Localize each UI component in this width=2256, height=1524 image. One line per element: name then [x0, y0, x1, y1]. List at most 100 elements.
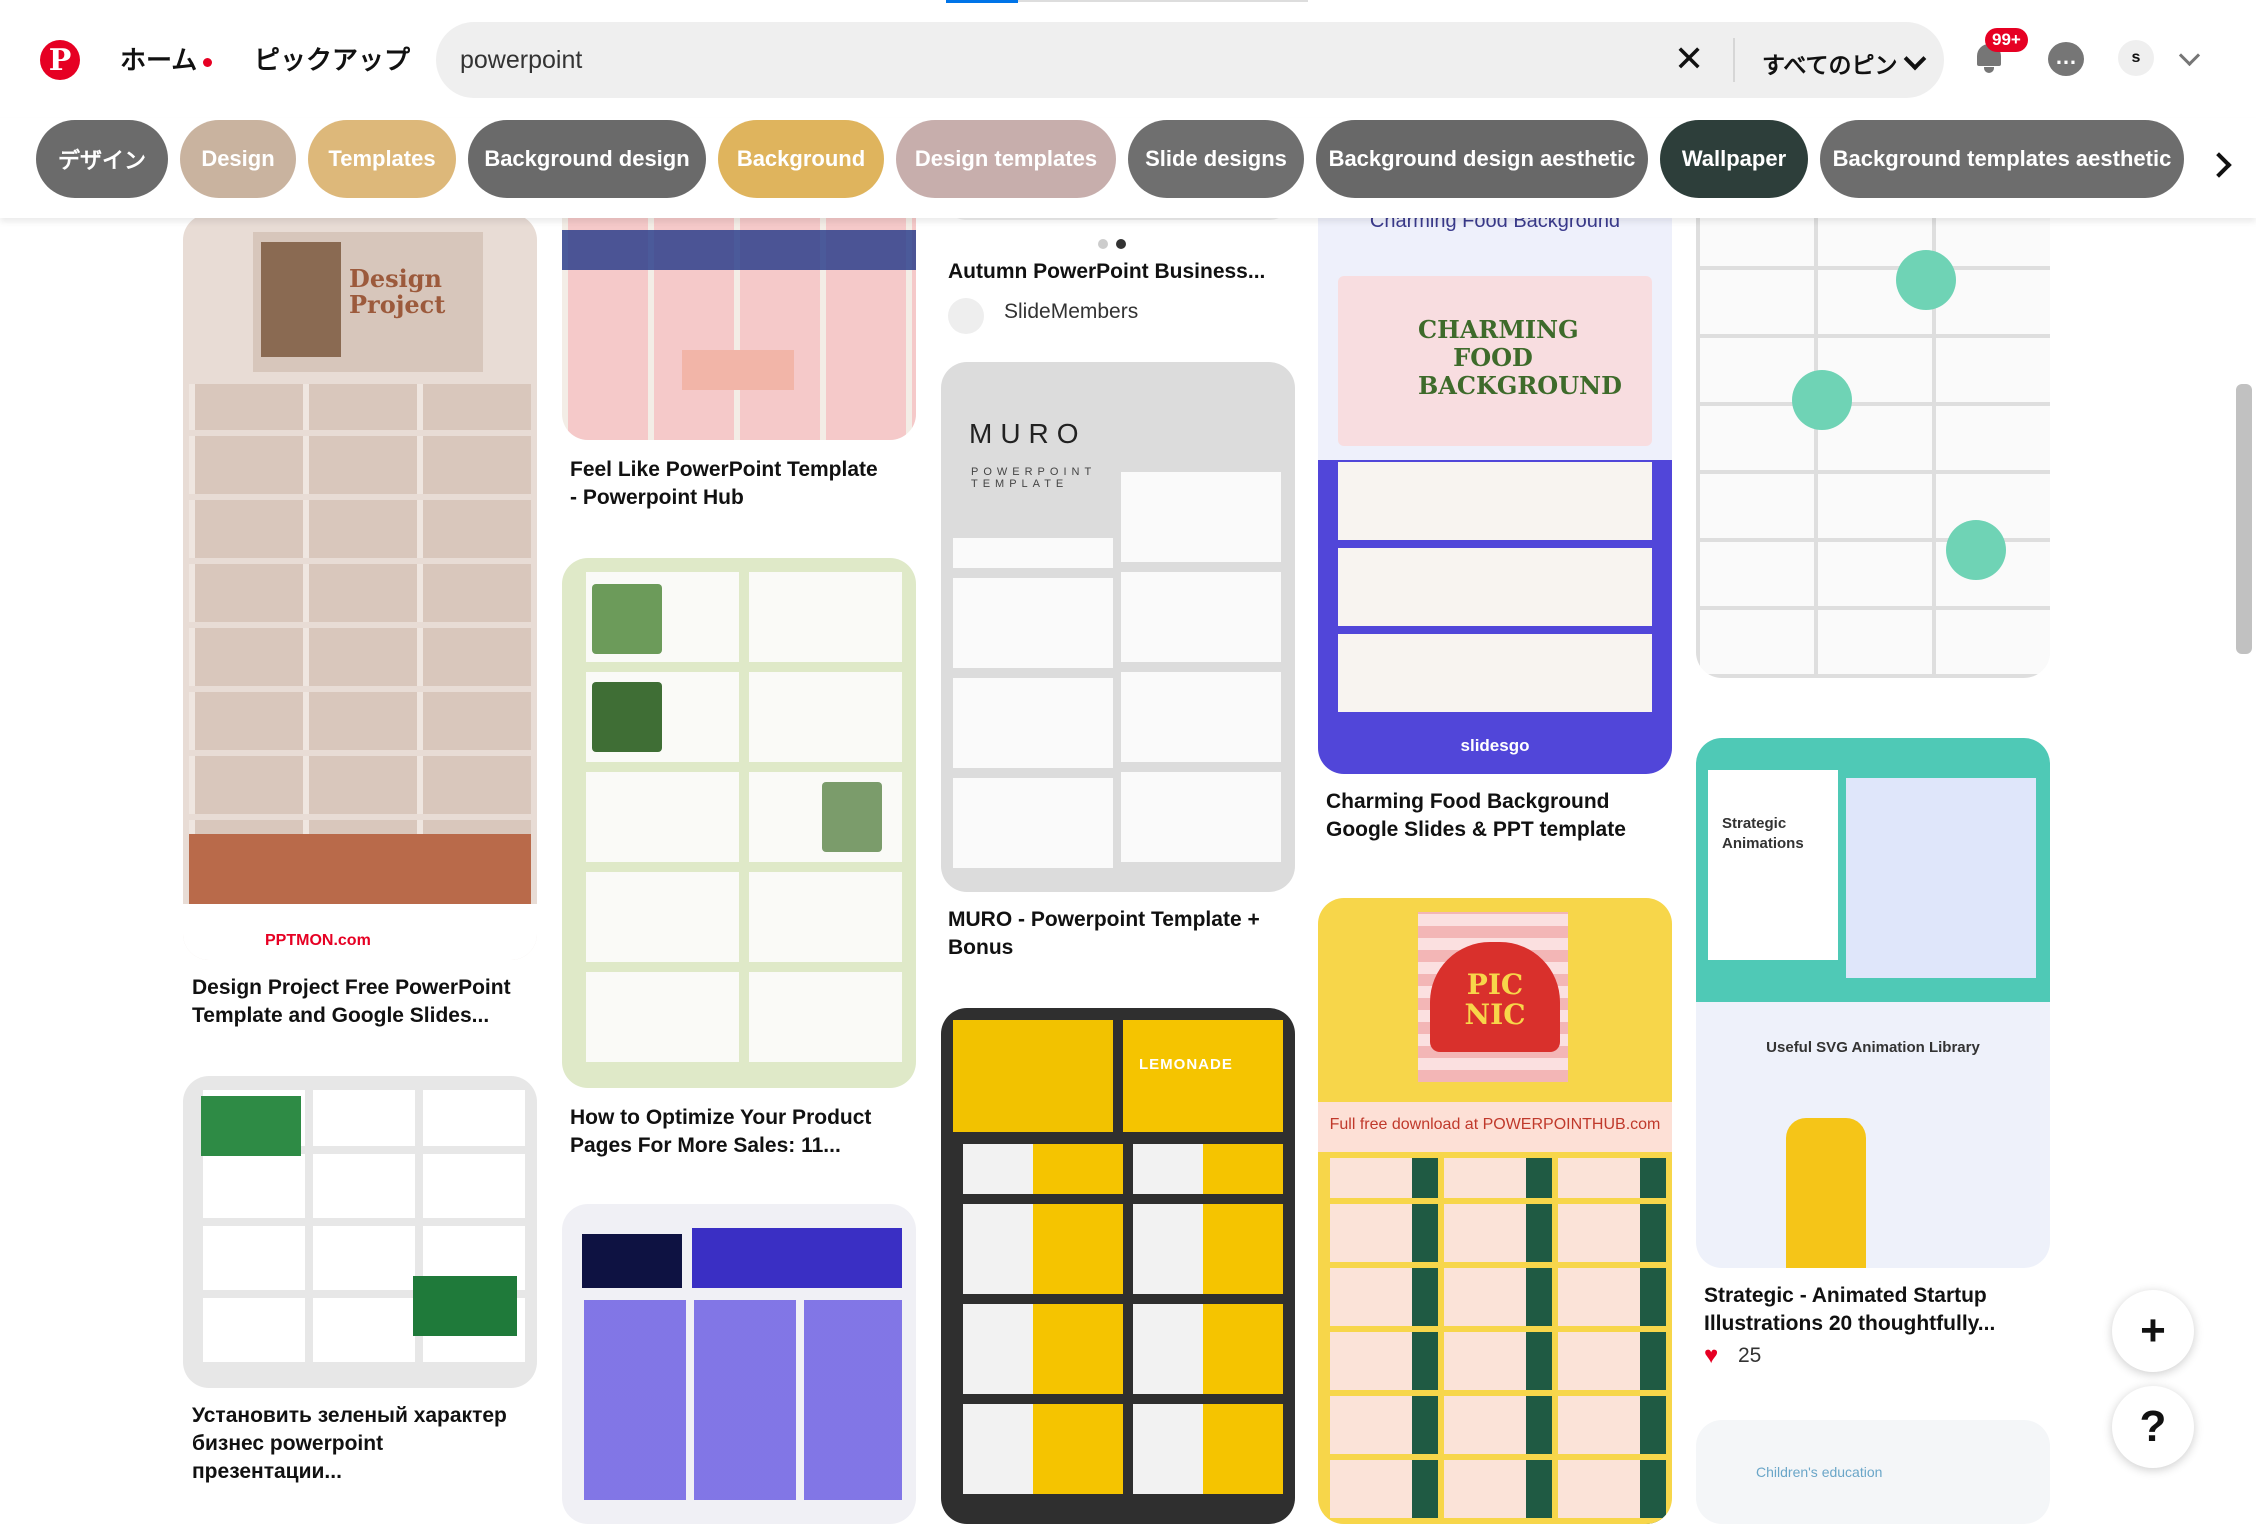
pin-slide-accent — [413, 1276, 517, 1336]
pill-0[interactable]: デザイン — [36, 120, 168, 198]
pin-image-heading: Strategic Animations — [1722, 815, 1804, 852]
pin-title-optimize[interactable]: How to Optimize Your Product Pages For M… — [570, 1106, 872, 1157]
pill-1[interactable]: Design — [180, 120, 296, 198]
pin-plant-image — [822, 782, 882, 852]
pin-cover-slide: Design Project — [253, 232, 483, 372]
pin-slide-band — [189, 834, 531, 914]
pin-charming[interactable]: Charming Food Background CHARMING FOOD B… — [1318, 190, 1672, 774]
pin-source[interactable]: SlideMembers — [1004, 300, 1139, 323]
pin-slide-accent — [1792, 370, 1852, 430]
pin-picnic[interactable]: PIC NIC Full free download at POWERPOINT… — [1318, 898, 1672, 1524]
pin-title-feel-like[interactable]: Feel Like PowerPoint Template - Powerpoi… — [570, 458, 878, 509]
pin-slide-band — [562, 230, 916, 270]
notification-badge: 99+ — [1985, 28, 2028, 52]
pin-image-heading: Children's education — [1756, 1464, 1883, 1480]
pill-6[interactable]: Slide designs — [1128, 120, 1304, 198]
pill-7[interactable]: Background design aesthetic — [1316, 120, 1648, 198]
reaction-count: 25 — [1738, 1344, 1762, 1367]
pin-title-ustanovit[interactable]: Установить зеленый характер бизнес power… — [192, 1404, 507, 1483]
pin-slide-accent — [953, 1020, 1113, 1132]
pin-image-heading: MURO — [969, 418, 1087, 449]
pin-image-heading: LEMONADE — [1139, 1056, 1233, 1073]
pin-design-project[interactable]: Design Project PPTMON.com — [183, 214, 537, 960]
pin-plant-image — [592, 584, 662, 654]
pill-3[interactable]: Background design — [468, 120, 706, 198]
pin-muro[interactable]: MURO POWERPOINT TEMPLATE — [941, 362, 1295, 892]
pin-brand: PPTMON.com — [265, 932, 371, 949]
avatar[interactable]: s — [2118, 40, 2154, 76]
search-bar[interactable]: powerpoint ✕ すべてのピン — [436, 22, 1944, 98]
pin-heart-shape — [1430, 942, 1560, 1052]
pin-slide-accent — [1946, 520, 2006, 580]
pin-image-sub: Useful SVG Animation Library — [1766, 1039, 1980, 1056]
pin-plant-image — [592, 682, 662, 752]
nav-pickup[interactable]: ピックアップ — [254, 45, 411, 75]
top-navigation-bar: P ホーム ピックアップ powerpoint ✕ すべてのピン 99+ … s — [0, 0, 2256, 118]
search-divider — [1733, 38, 1735, 82]
pin-services[interactable] — [1696, 190, 2050, 678]
pin-feel-like[interactable] — [562, 190, 916, 440]
search-filter-dropdown[interactable]: すべてのピン — [1762, 46, 1927, 80]
pin-footer: PPTMON.com — [183, 904, 537, 960]
pin-image-big-text: CHARMING FOOD BACKGROUND — [1418, 315, 1622, 400]
pin-slides-grid — [189, 384, 531, 884]
nav-home-label: ホーム — [120, 45, 198, 75]
browser-tab-track — [1018, 0, 1308, 2]
pin-title-muro[interactable]: MURO - Powerpoint Template + Bonus — [948, 908, 1260, 959]
pin-slides-grid — [1696, 190, 2050, 678]
pin-slide-band — [692, 1228, 902, 1288]
pill-8[interactable]: Wallpaper — [1660, 120, 1808, 198]
pin-slides-grid — [1324, 1158, 1666, 1524]
pin-slides-grid — [953, 538, 1113, 878]
pin-slides-grid — [1338, 460, 1652, 720]
pill-9[interactable]: Background templates aesthetic — [1820, 120, 2184, 198]
pin-title-autumn[interactable]: Autumn PowerPoint Business... — [948, 260, 1266, 283]
pin-aero-tech[interactable] — [562, 1204, 916, 1524]
pin-green-business[interactable] — [183, 1076, 537, 1388]
pin-image-heading: PIC NIC — [1464, 968, 1526, 1031]
search-input[interactable]: powerpoint — [460, 46, 583, 74]
search-filter-label: すべてのピン — [1762, 52, 1898, 78]
pin-illustration — [1846, 778, 2036, 978]
pin-slides-grid — [562, 190, 916, 440]
pin-strategic[interactable]: Strategic Animations Useful SVG Animatio… — [1696, 738, 2050, 1268]
pin-title-design-project[interactable]: Design Project Free PowerPoint Template … — [192, 976, 511, 1027]
pin-slide-accent — [682, 350, 794, 390]
pin-lemonade[interactable]: LEMONADE — [941, 1008, 1295, 1524]
pin-slide-accent — [1123, 1020, 1283, 1132]
pin-title-strategic[interactable]: Strategic - Animated Startup Illustratio… — [1704, 1284, 1996, 1335]
pin-image-heading: Design Project — [349, 264, 446, 319]
messages-icon[interactable]: … — [2048, 42, 2084, 76]
account-menu-chevron-icon[interactable] — [2178, 44, 2201, 67]
new-indicator-dot — [203, 57, 213, 67]
pin-banner: Full free download at POWERPOINTHUB.com — [1318, 1102, 1672, 1152]
help-button[interactable]: ? — [2112, 1386, 2194, 1468]
pin-slides-grid — [953, 1144, 1283, 1504]
related-search-pills: デザイン Design Templates Background design … — [0, 118, 2256, 218]
browser-tab-indicator — [946, 0, 1018, 3]
pin-cover-slide: CHARMING FOOD BACKGROUND — [1338, 276, 1652, 446]
add-pin-button[interactable]: + — [2112, 1290, 2194, 1372]
pin-slide-accent — [201, 1096, 301, 1156]
reaction-heart-icon: ♥ — [1704, 1342, 1719, 1369]
pinterest-logo-icon[interactable]: P — [40, 40, 80, 80]
pin-title-charming[interactable]: Charming Food Background Google Slides &… — [1326, 790, 1626, 841]
pin-slides-grid — [576, 1300, 902, 1500]
pill-5[interactable]: Design templates — [896, 120, 1116, 198]
pin-optimize[interactable] — [562, 558, 916, 1088]
carousel-dots — [1098, 236, 1134, 254]
source-avatar-icon[interactable] — [948, 298, 984, 334]
nav-home[interactable]: ホーム — [120, 40, 213, 77]
pill-4[interactable]: Background — [718, 120, 884, 198]
pin-slide-accent — [1896, 250, 1956, 310]
pin-slide-accent — [582, 1234, 682, 1288]
page-scrollbar[interactable] — [2236, 384, 2252, 654]
pin-illustration — [1786, 1118, 1866, 1268]
pin-banner-text: Full free download at POWERPOINTHUB.com — [1329, 1116, 1661, 1133]
chevron-right-icon[interactable] — [2206, 152, 2232, 178]
pin-cover-slide: Strategic Animations — [1708, 770, 1838, 960]
pin-children[interactable]: Children's education — [1696, 1420, 2050, 1524]
pin-photo — [261, 242, 341, 357]
clear-search-icon[interactable]: ✕ — [1674, 38, 1705, 79]
pill-2[interactable]: Templates — [308, 120, 456, 198]
